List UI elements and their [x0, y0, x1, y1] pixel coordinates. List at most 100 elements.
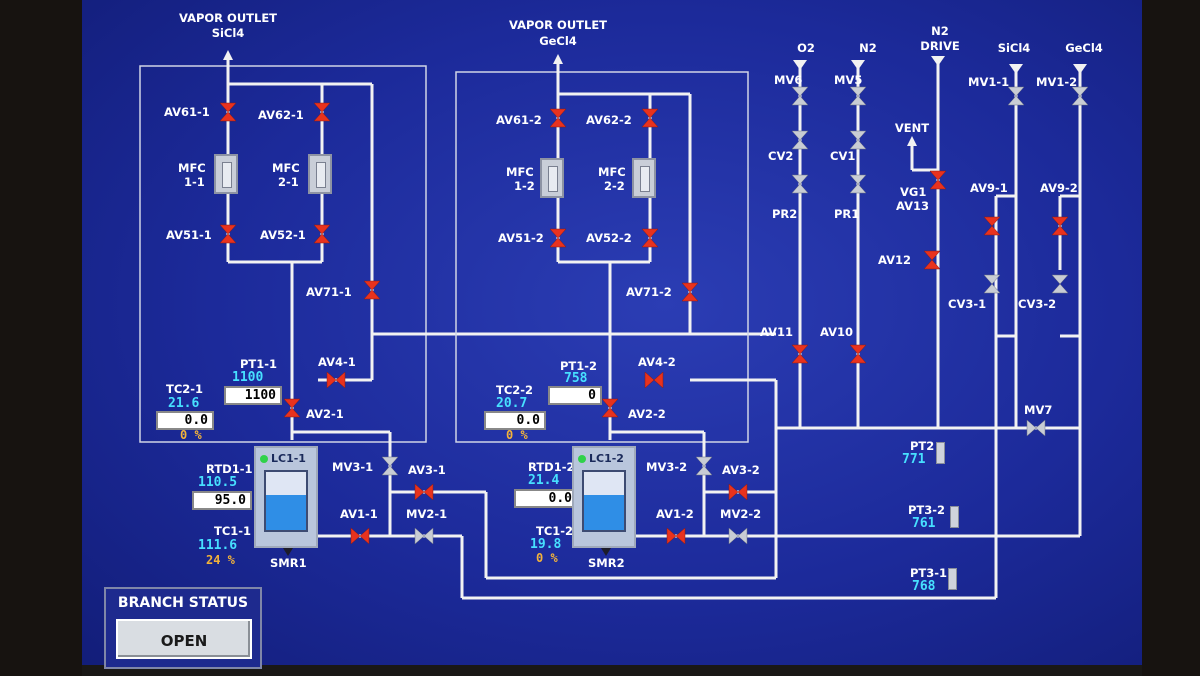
supply-label-n2drive-1: N2 [931, 24, 949, 38]
label-av9-2: AV9-2 [1040, 181, 1078, 195]
tank-smr2[interactable]: LC1-2 [572, 446, 636, 556]
valve-av1-2[interactable] [666, 527, 686, 545]
rtd1-1-label: RTD1-1 [206, 462, 253, 476]
label-av52-2: AV52-2 [586, 231, 632, 245]
valve-av12[interactable] [923, 250, 941, 270]
label-av13: AV13 [896, 199, 930, 213]
pt3-1-gauge-icon [948, 568, 957, 590]
valve-av3-1[interactable] [414, 483, 434, 501]
outlet-title-gecl4: VAPOR OUTLET [508, 18, 608, 32]
valve-av2-1[interactable] [283, 398, 301, 418]
valve-av1-1[interactable] [350, 527, 370, 545]
label-mfc-1-1-a: MFC [178, 161, 206, 175]
valve-av11[interactable] [791, 344, 809, 364]
nozzle-icon [601, 548, 611, 556]
mfc-1-1[interactable] [214, 154, 238, 194]
regulator-pr2[interactable] [791, 174, 809, 194]
tank-inner [264, 470, 308, 532]
valve-av9-1[interactable] [983, 216, 1001, 236]
valve-av52-1[interactable] [313, 224, 331, 244]
valve-av3-2[interactable] [728, 483, 748, 501]
valve-mv6[interactable] [791, 86, 809, 106]
label-mfc-1-2-b: 1-2 [514, 179, 535, 193]
label-mv1-2: MV1-2 [1036, 75, 1078, 89]
valve-av2-2[interactable] [601, 398, 619, 418]
label-av61-1: AV61-1 [164, 105, 210, 119]
label-mfc-1-2-a: MFC [506, 165, 534, 179]
pt3-1-label: PT3-1 [910, 566, 948, 580]
branch-open-button[interactable]: OPEN [116, 619, 252, 659]
valve-mv3-1[interactable] [381, 456, 399, 476]
rtd1-1-setpoint[interactable]: 95.0 [192, 491, 252, 510]
label-av3-2: AV3-2 [722, 463, 760, 477]
label-mv6: MV6 [774, 73, 803, 87]
label-mv7: MV7 [1024, 403, 1053, 417]
valve-mv2-2[interactable] [728, 527, 748, 545]
valve-av51-2[interactable] [549, 228, 567, 248]
valve-mv3-2[interactable] [695, 456, 713, 476]
valve-av9-2[interactable] [1051, 216, 1069, 236]
valve-vg1-av13[interactable] [929, 170, 947, 190]
label-av3-1: AV3-1 [408, 463, 446, 477]
tc1-1-label: TC1-1 [214, 524, 252, 538]
valve-cv3-2[interactable] [1051, 274, 1069, 294]
valve-cv2[interactable] [791, 130, 809, 150]
label-mv1-1: MV1-1 [968, 75, 1010, 89]
valve-mv1-2[interactable] [1071, 86, 1089, 106]
pt1-2-setpoint[interactable]: 0 [548, 386, 602, 405]
label-av62-2: AV62-2 [586, 113, 632, 127]
valve-av62-1[interactable] [313, 102, 331, 122]
label-av51-2: AV51-2 [498, 231, 544, 245]
mfc-2-2[interactable] [632, 158, 656, 198]
valve-mv2-1[interactable] [414, 527, 434, 545]
pt3-2-value: 761 [912, 516, 936, 531]
valve-mv5[interactable] [849, 86, 867, 106]
valve-cv1[interactable] [849, 130, 867, 150]
label-av11: AV11 [760, 325, 794, 339]
valve-cv3-1[interactable] [983, 274, 1001, 294]
label-mfc-2-2-a: MFC [598, 165, 626, 179]
tc2-1-setpoint[interactable]: 0.0 [156, 411, 214, 430]
valve-mv1-1[interactable] [1007, 86, 1025, 106]
pt1-1-value: 1100 [232, 370, 264, 385]
label-av61-2: AV61-2 [496, 113, 542, 127]
regulator-pr1[interactable] [849, 174, 867, 194]
pt1-1-setpoint[interactable]: 1100 [224, 386, 282, 405]
tank-inner [582, 470, 626, 532]
label-cv3-2: CV3-2 [1018, 297, 1057, 311]
valve-mv7[interactable] [1026, 419, 1046, 437]
tc2-2-setpoint[interactable]: 0.0 [484, 411, 546, 430]
valve-av10[interactable] [849, 344, 867, 364]
label-mfc-2-1-a: MFC [272, 161, 300, 175]
mfc-1-2[interactable] [540, 158, 564, 198]
tank-liquid [266, 495, 306, 530]
label-av51-1: AV51-1 [166, 228, 212, 242]
rtd1-2-setpoint[interactable]: 0.0 [514, 489, 578, 508]
valve-av71-1[interactable] [363, 280, 381, 300]
tc1-2-value: 19.8 [530, 537, 562, 552]
label-av71-2: AV71-2 [626, 285, 672, 299]
valve-av61-2[interactable] [549, 108, 567, 128]
nozzle-icon [283, 548, 293, 556]
status-led-icon [578, 455, 586, 463]
outlet-title-sicl4: VAPOR OUTLET [178, 11, 278, 25]
outlet-sub-sicl4: SiCl4 [211, 26, 245, 40]
mfc-2-1[interactable] [308, 154, 332, 194]
valve-av62-2[interactable] [641, 108, 659, 128]
enclosure-branch2 [455, 71, 749, 443]
pt1-1-label: PT1-1 [240, 357, 278, 371]
hmi-screen [82, 0, 1142, 676]
label-av62-1: AV62-1 [258, 108, 304, 122]
branch-status-title: BRANCH STATUS [117, 595, 249, 611]
valve-av4-2[interactable] [644, 371, 664, 389]
valve-av61-1[interactable] [219, 102, 237, 122]
valve-av71-2[interactable] [681, 282, 699, 302]
label-mfc-2-1-b: 2-1 [278, 175, 299, 189]
label-cv1: CV1 [830, 149, 856, 163]
tank-smr1[interactable]: LC1-1 [254, 446, 318, 556]
valve-av51-1[interactable] [219, 224, 237, 244]
tc2-2-pct: 0 % [506, 428, 528, 442]
enclosure-branch1 [139, 65, 427, 443]
valve-av52-2[interactable] [641, 228, 659, 248]
valve-av4-1[interactable] [326, 371, 346, 389]
